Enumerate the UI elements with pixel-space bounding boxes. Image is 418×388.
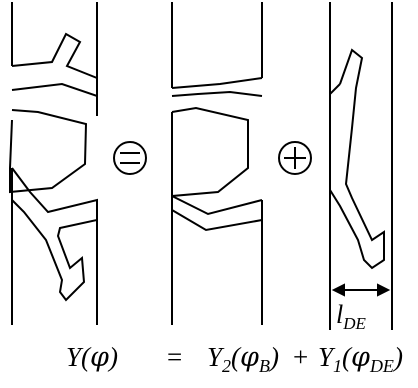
panel1-lower-branch	[11, 167, 98, 302]
term1-index: 2	[222, 356, 232, 376]
lhs-argument: φ	[90, 342, 109, 373]
term1-open-paren: (	[231, 342, 241, 372]
lhs-open-paren: (	[81, 342, 91, 372]
term2-index: 1	[333, 356, 343, 376]
panel-trunk	[171, 2, 263, 325]
term2-function-name: Y	[318, 342, 334, 372]
lhs-function-name: Y	[66, 342, 82, 372]
panel1-middle-loop	[9, 109, 88, 194]
term2-argument: φ	[351, 342, 370, 373]
equation-plus-sign: +	[293, 342, 309, 372]
panel-full-tree	[9, 2, 98, 325]
plus-operator	[278, 141, 312, 175]
panel2-lower-segment	[171, 195, 263, 232]
dimension-label: lDE	[336, 300, 366, 333]
panel2-middle-loop	[171, 106, 249, 198]
equation-lhs: Y(φ)	[66, 342, 118, 373]
panel1-upper-branch	[11, 32, 98, 98]
term2-argument-subscript: DE	[369, 356, 394, 376]
term1-argument-subscript: B	[258, 356, 270, 376]
panel2-upper-segment	[171, 77, 263, 97]
lhs-close-paren: )	[108, 342, 118, 372]
term2-open-paren: (	[342, 342, 352, 372]
plus-circle	[278, 141, 312, 175]
equals-circle	[113, 141, 147, 175]
dimension-arrow-right-head	[377, 283, 391, 297]
equation-term-y2: Y2(φB)	[207, 342, 279, 376]
dimension-label-main: l	[336, 300, 344, 329]
term1-close-paren: )	[269, 342, 279, 372]
term2-close-paren: )	[393, 342, 403, 372]
equals-operator	[113, 141, 147, 175]
equation-term-y1: Y1(φDE)	[318, 342, 403, 376]
term1-function-name: Y	[207, 342, 223, 372]
equation-equals-sign: =	[167, 342, 183, 372]
panel3-branch	[329, 48, 385, 270]
term1-argument: φ	[240, 342, 259, 373]
panel-side-branch	[329, 2, 393, 330]
dimension-label-subscript: DE	[343, 314, 366, 333]
dimension-arrow-left-head	[331, 283, 345, 297]
